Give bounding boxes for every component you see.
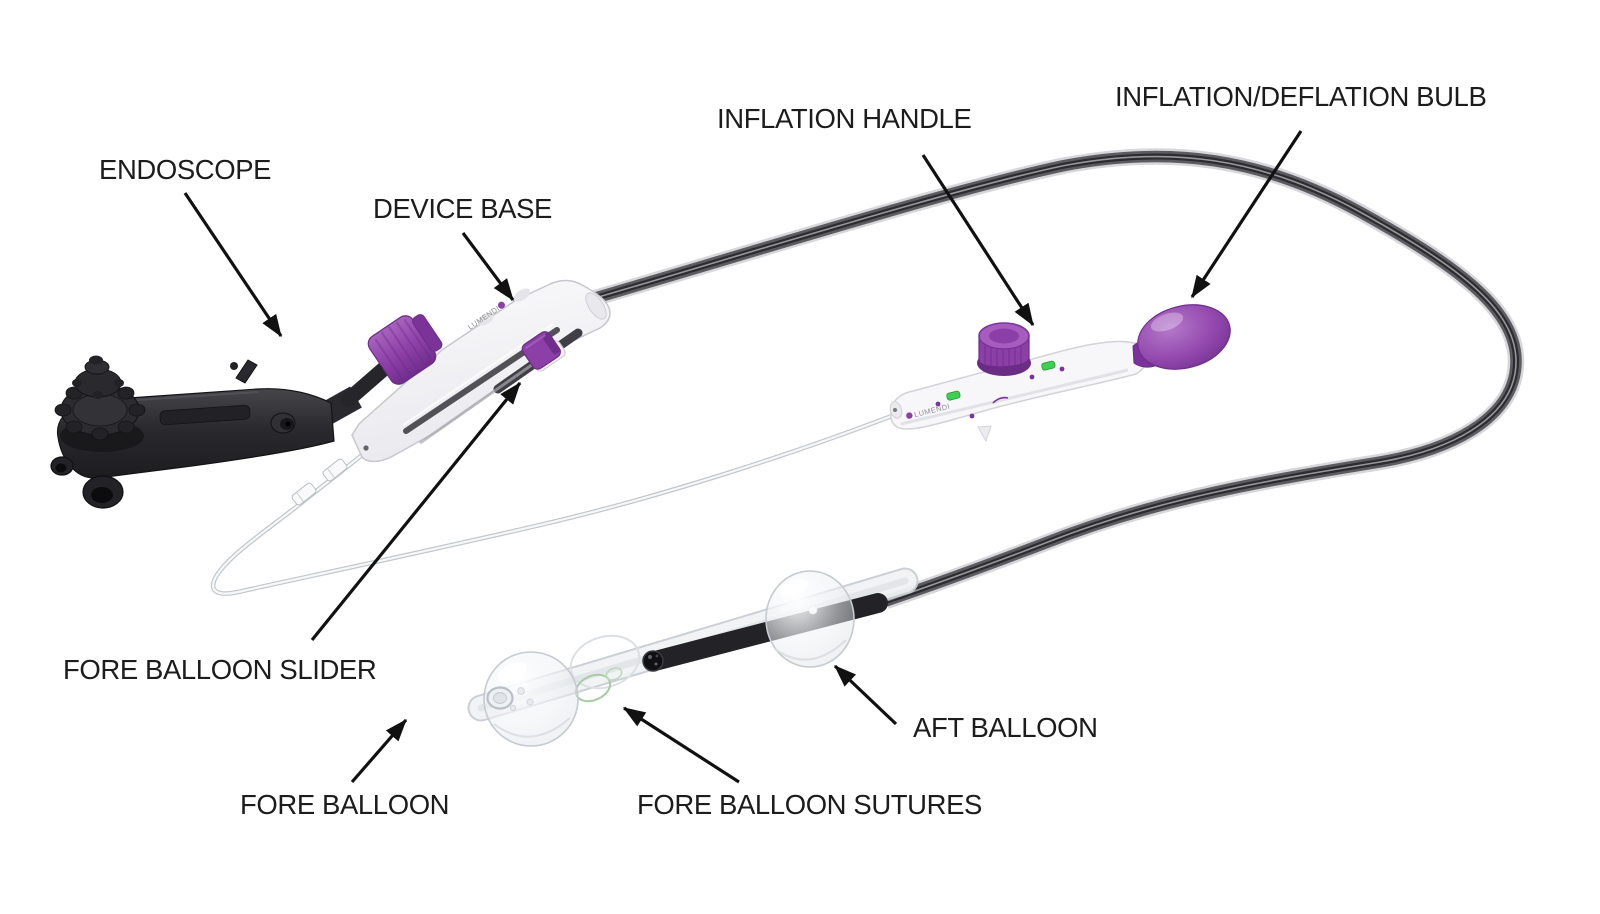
balloon-indicator-icon [1059, 366, 1065, 372]
knob-cap [89, 355, 103, 365]
base-ridge-notch [478, 312, 494, 326]
callout-arrows [183, 130, 1303, 784]
balloon-highlight [497, 662, 527, 682]
fore-balloon-suture [605, 667, 623, 681]
balloon-indicator-icon [992, 396, 1009, 404]
fore-balloon-slider-label: FORE BALLOON SLIDER [63, 654, 376, 685]
inflation-deflation-bulb-label: INFLATION/DEFLATION BULB [1115, 81, 1486, 112]
inflation-deflation-bulb[interactable] [1131, 296, 1237, 379]
base-ridge-notch [514, 288, 530, 302]
aft-balloon [765, 570, 855, 668]
handle-fin [977, 425, 992, 443]
base-exit-rim [585, 292, 607, 320]
base-tip-port [363, 445, 369, 451]
inflation-handle: LUMENDI [889, 296, 1237, 443]
inflation-handle-arrow [921, 154, 1035, 327]
handle-tip-port [893, 408, 897, 412]
endoscope-tip-face [642, 650, 664, 672]
fore-balloon [483, 651, 579, 747]
base-slot-highlight [402, 323, 554, 426]
endoscope-label: ENDOSCOPE [99, 154, 271, 185]
tip-lens-icon [655, 654, 659, 658]
inflation-handle-label: INFLATION HANDLE [717, 103, 971, 134]
balloon-indicator-icon [969, 413, 975, 419]
fore-balloon-label: FORE BALLOON [240, 789, 449, 820]
endoscope-side-port [270, 412, 296, 434]
inflation-valve-knob[interactable] [978, 322, 1030, 368]
device-base: LUMENDI [351, 279, 611, 463]
tubing-connector [291, 482, 317, 506]
inflation-tubing [213, 414, 897, 594]
sheath-hole [517, 687, 525, 695]
fore-balloon-slider-knob[interactable] [520, 329, 563, 371]
endoscope [50, 345, 410, 509]
bulb-highlight [1150, 312, 1184, 332]
endoscope-arrow [183, 192, 283, 338]
aft-balloon-arrow [833, 664, 898, 726]
fore-balloon-arrow [350, 718, 408, 784]
handle-shadow [900, 368, 1129, 426]
endoscope-umbilical-port [50, 456, 124, 509]
sheath-hole [526, 698, 534, 706]
aft-balloon-label: AFT BALLOON [913, 712, 1098, 743]
sheath-opening-hole [493, 692, 507, 704]
balloon-highlight [779, 579, 809, 597]
device-base-label: DEVICE BASE [373, 193, 552, 224]
tip-lens-icon [654, 662, 658, 666]
device-base-arrow [461, 232, 515, 302]
status-led [946, 390, 961, 401]
inflation-deflation-bulb-arrow [1190, 130, 1303, 299]
fore-balloon-sutures-arrow [622, 706, 740, 784]
endoscope-control-knob-large [54, 384, 146, 441]
handle-body [890, 340, 1148, 430]
fore-balloon-slider-arrow [310, 381, 522, 642]
endoscope-valve-lever [230, 359, 258, 384]
distal-assembly [481, 570, 905, 747]
brand-logo-icon [497, 301, 505, 309]
tip-lens-icon [648, 655, 652, 659]
endoscope-grip-panel [159, 404, 251, 426]
brand-logo-icon [906, 412, 913, 419]
status-led [1041, 360, 1056, 371]
balloon-indicator-icon [935, 401, 941, 407]
tubing-connector [322, 458, 348, 482]
base-groove [419, 360, 537, 445]
callout-labels: ENDOSCOPE DEVICE BASE INFLATION HANDLE I… [63, 81, 1487, 820]
suture-loop-faint [569, 634, 641, 690]
sheath-hole [509, 704, 517, 712]
balloon-indicator-icon [1029, 374, 1035, 380]
base-scope-collar [367, 314, 443, 385]
fore-balloon-sutures-label: FORE BALLOON SUTURES [637, 789, 982, 820]
